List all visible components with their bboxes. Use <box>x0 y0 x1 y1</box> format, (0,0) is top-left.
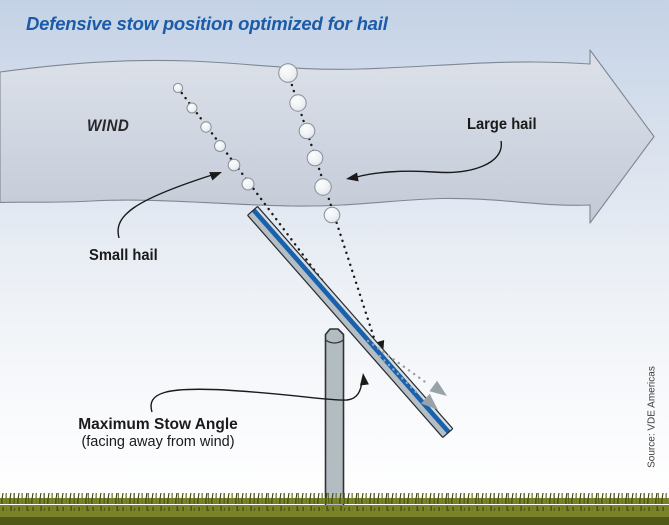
wind-arrow-icon <box>0 49 655 224</box>
small-hail-stones <box>172 82 255 191</box>
large-hail-label: Large hail <box>467 116 537 133</box>
deflection-arrowhead-icon <box>429 380 447 396</box>
stow-angle-label: Maximum Stow Angle (facing away from win… <box>56 416 260 451</box>
small-hail-label: Small hail <box>89 247 158 264</box>
solar-panel <box>247 206 454 438</box>
deflection-arrowhead-icon <box>421 393 438 410</box>
stow-angle-label-line1: Maximum Stow Angle <box>78 416 238 433</box>
large-hail-trajectory <box>278 63 385 355</box>
small-hail-leader-arrow <box>117 172 222 239</box>
grass-ground <box>0 493 669 525</box>
large-hail-leader-arrow <box>346 140 502 182</box>
small-hail-trajectory <box>172 82 367 340</box>
stow-angle-leader-arrow <box>150 373 369 413</box>
large-hail-stones <box>278 63 341 224</box>
stow-angle-label-line2: (facing away from wind) <box>81 434 235 451</box>
diagram-title: Defensive stow position optimized for ha… <box>26 13 388 34</box>
source-credit: Source: VDE Americas <box>646 366 658 468</box>
wind-label: WIND <box>87 117 130 135</box>
tracker-pole <box>324 328 345 520</box>
hail-deflection-arrows <box>366 339 447 410</box>
